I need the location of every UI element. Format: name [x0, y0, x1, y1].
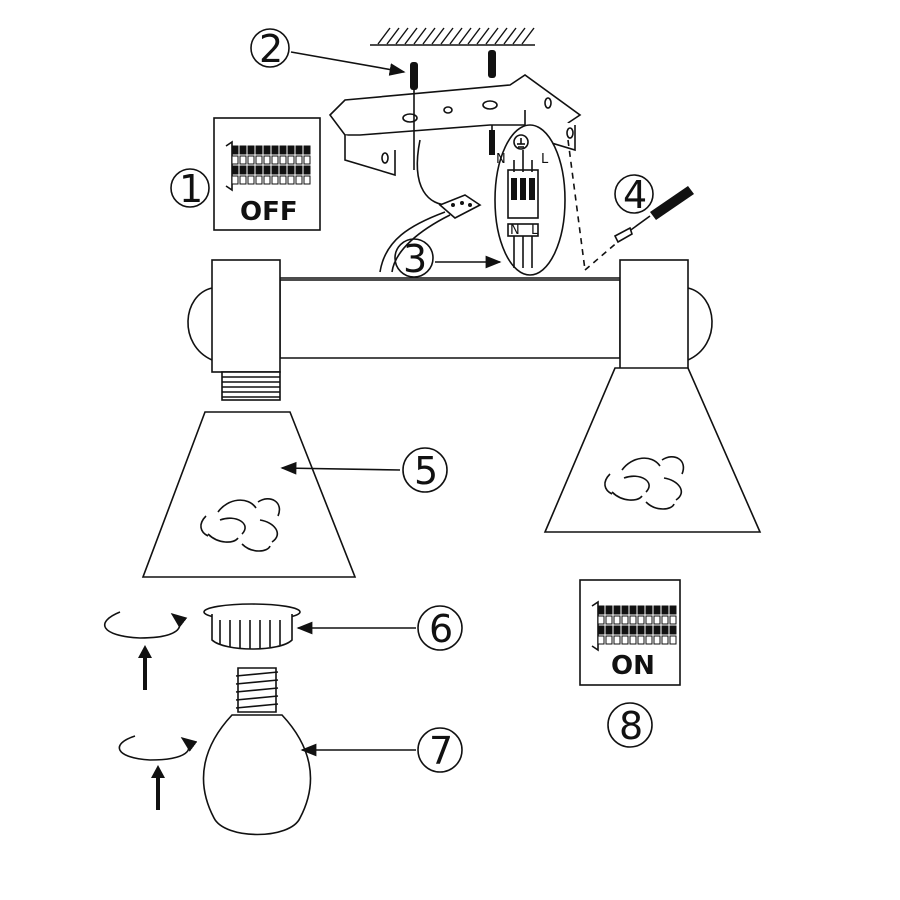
- lamp-shade-left: [141, 411, 357, 578]
- step-number: 2: [259, 27, 283, 71]
- fixture-bar: [187, 259, 713, 373]
- step-3-callout: 3: [394, 237, 502, 281]
- alignment-guide: [567, 139, 621, 271]
- step-8-callout: 8: [607, 702, 653, 748]
- step-number: 1: [179, 167, 203, 211]
- mounting-bracket: [328, 74, 582, 177]
- wiring-detail-callout: N L N L: [494, 124, 566, 276]
- lamp-socket-thread: [221, 371, 281, 401]
- rotate-arrow-icon: [118, 735, 198, 761]
- step-number: 3: [403, 237, 427, 281]
- step-1-callout: 1: [170, 167, 210, 211]
- ceiling-screw-left: [410, 62, 418, 170]
- step-number: 4: [623, 173, 647, 217]
- lamp-shade-right: [543, 367, 762, 533]
- power-off-panel: OFF: [213, 117, 321, 231]
- step-number: 7: [429, 729, 453, 773]
- neutral-terminal-small-label: N: [510, 223, 520, 238]
- screwdriver-icon: [613, 186, 694, 244]
- power-on-panel: ON: [579, 579, 681, 686]
- step-6-callout: 6: [296, 605, 463, 651]
- ceiling-screw-right: [488, 50, 496, 155]
- live-terminal-small-label: L: [531, 223, 539, 238]
- terminal-block: [438, 194, 482, 219]
- live-terminal-label: L: [541, 152, 549, 167]
- rotate-arrow-icon: [103, 611, 188, 639]
- step-number: 8: [619, 704, 643, 748]
- step-2-callout: 2: [250, 27, 406, 76]
- step-number: 5: [414, 449, 438, 493]
- light-bulb: [202, 667, 312, 836]
- step-5-callout: 5: [280, 447, 448, 493]
- up-arrow-icon: [151, 765, 165, 810]
- ceiling: [370, 27, 535, 46]
- step-number: 6: [429, 607, 453, 651]
- step-4-callout: 4: [614, 173, 654, 217]
- power-off-label: OFF: [240, 197, 298, 227]
- shade-retaining-ring: [203, 603, 301, 650]
- step-7-callout: 7: [300, 727, 463, 773]
- up-arrow-icon: [138, 645, 152, 690]
- neutral-terminal-label: N: [496, 152, 506, 167]
- power-on-label: ON: [611, 651, 655, 681]
